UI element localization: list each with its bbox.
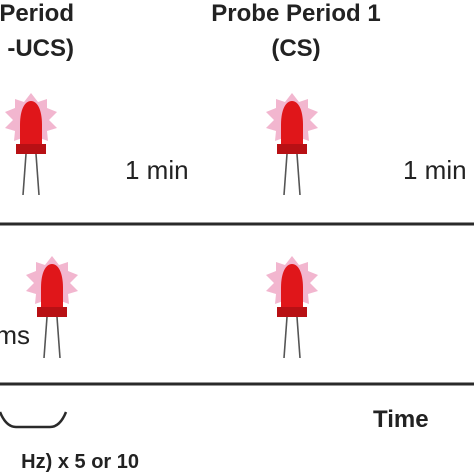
training-period-subtitle: -UCS) xyxy=(7,35,74,62)
probe-period-title: Probe Period 1 xyxy=(211,0,381,27)
duration-label-left: 1 min xyxy=(125,155,189,185)
stimulus-duration-label: ms xyxy=(0,320,30,350)
duration-label-right: 1 min xyxy=(403,155,467,185)
time-axis-label: Time xyxy=(373,406,429,433)
repetition-brace xyxy=(0,411,68,429)
led-icon xyxy=(4,92,58,196)
probe-period-subtitle: (CS) xyxy=(271,35,321,62)
repetition-label: Hz) x 5 or 10 xyxy=(21,451,139,473)
led-icon xyxy=(265,255,319,359)
led-icon xyxy=(25,255,79,359)
training-period-title: g Period xyxy=(0,0,74,27)
led-icon xyxy=(265,92,319,196)
